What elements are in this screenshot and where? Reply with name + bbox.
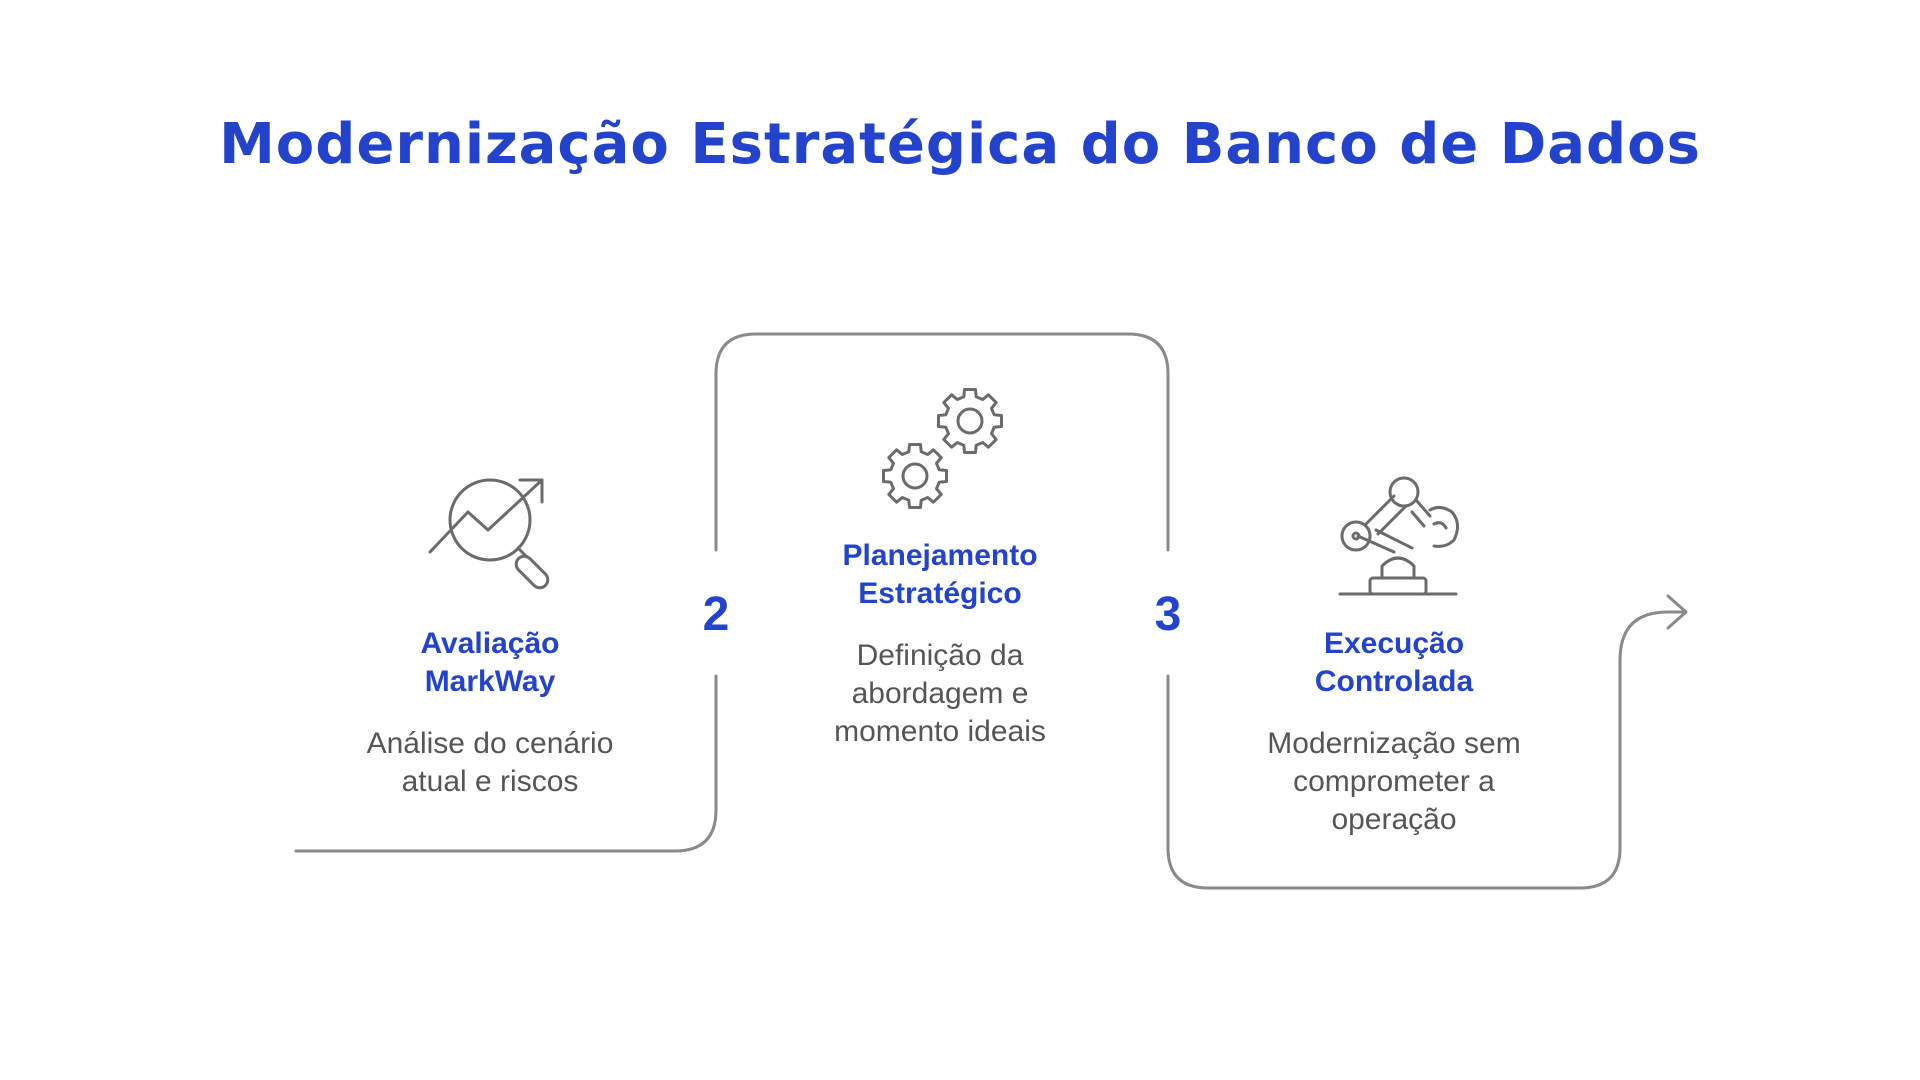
step-2-title-line-2: Estratégico [858,577,1022,610]
diagram-title: Modernização Estratégica do Banco de Dad… [219,112,1701,177]
gears-icon [882,388,1003,509]
step-2-desc-line-1: Definição da [856,639,1024,672]
step-3-title-line-2: Controlada [1314,665,1474,698]
step-3-title-line-1: Execução [1323,627,1465,660]
step-1-desc-line-2: atual e riscos [401,765,579,798]
step-2-description: Definição da abordagem e momento ideais [770,637,1110,751]
step-2-title-line-1: Planejamento [842,539,1038,572]
step-2-title: Planejamento Estratégico [790,537,1090,613]
step-3-desc-line-2: comprometer a [1293,765,1495,798]
gear-small-icon [882,443,948,509]
magnifier-trend-icon [428,478,550,590]
step-1-title: Avaliação MarkWay [340,625,640,701]
robotic-arm-icon [1338,476,1459,596]
flow-arrow-head [1666,594,1688,630]
step-3-desc-line-3: operação [1331,803,1457,836]
step-number-2: 2 [702,588,730,641]
gear-large-icon-outline [937,388,1003,454]
step-number-3: 3 [1154,588,1182,641]
step-1-title-line-1: Avaliação [420,627,560,660]
step-1-title-line-2: MarkWay [424,665,556,698]
gear-small-icon-outline [882,443,948,509]
step-2-desc-line-3: momento ideais [834,715,1046,748]
gear-large-icon [937,388,1003,454]
step-2-desc-line-2: abordagem e [851,677,1029,710]
step-3-title: Execução Controlada [1244,625,1544,701]
step-3-description: Modernização sem comprometer a operação [1214,725,1574,839]
flow-connector-line [294,332,1686,890]
gear-large-icon-hole [956,407,984,435]
gear-small-icon-hole [901,462,929,490]
step-1-desc-line-1: Análise do cenário [366,727,614,760]
step-3-desc-line-1: Modernização sem [1267,727,1521,760]
step-1-description: Análise do cenário atual e riscos [320,725,660,801]
